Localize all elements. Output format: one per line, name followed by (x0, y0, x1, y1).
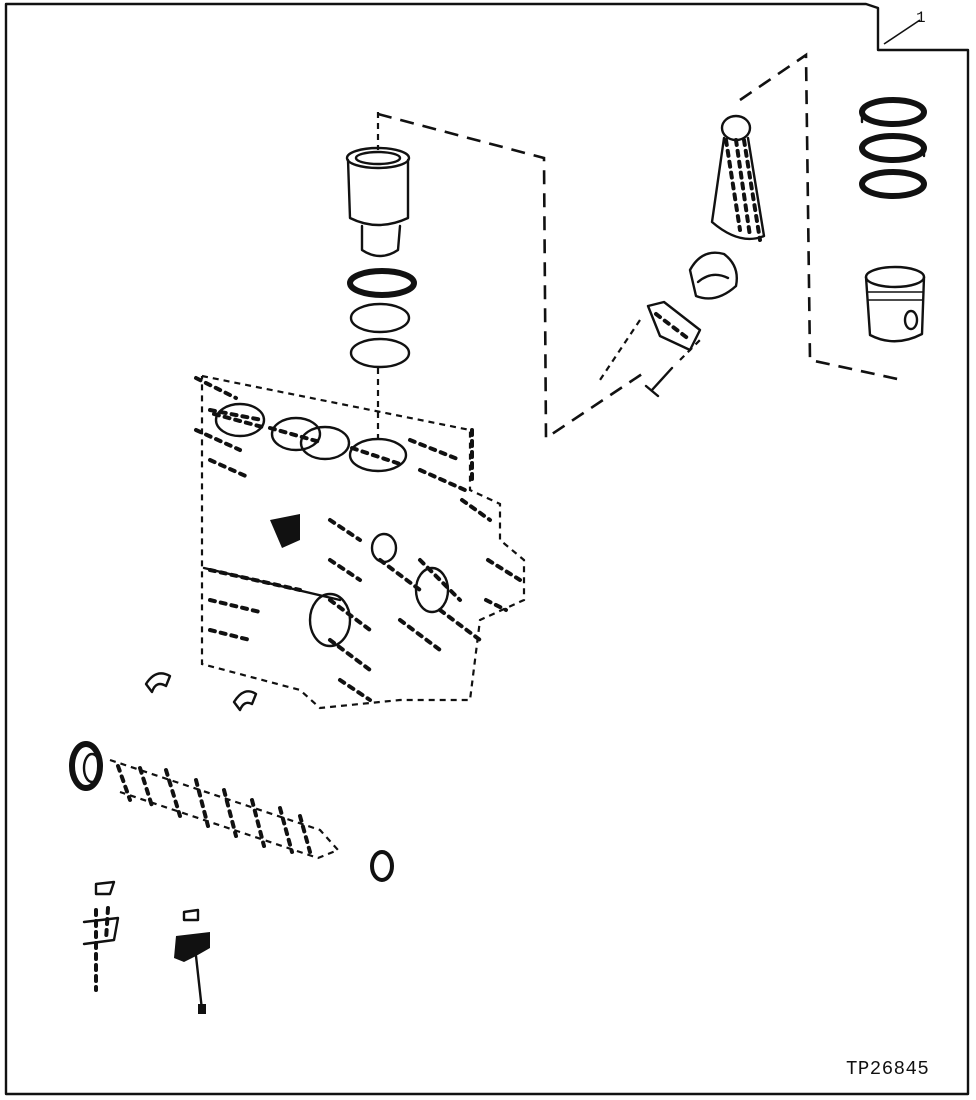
o-ring-upper (349, 302, 411, 334)
assembly-bracket-dashed (377, 112, 649, 441)
rod-cap (646, 300, 702, 352)
engine-block (194, 374, 526, 710)
bearing-shell-1 (144, 672, 172, 694)
connecting-rod (599, 114, 766, 398)
o-ring-lower (349, 337, 411, 369)
cylinder-liner-group (345, 112, 417, 440)
crankshaft (69, 741, 394, 882)
callout-leader-1 (883, 19, 921, 45)
piston-bracket-dashed (739, 52, 903, 382)
piston-rings (859, 97, 927, 199)
liner-seal-ring (347, 268, 417, 298)
cylinder-liner (346, 158, 410, 227)
thrust-washer (370, 850, 394, 882)
cylinder-liner-top (345, 146, 411, 170)
callout-label-1: 1 (916, 9, 926, 27)
lower-small-parts (82, 880, 210, 1014)
kit-outline (4, 2, 970, 1096)
piston (864, 265, 926, 343)
rod-bearing (688, 251, 738, 300)
figure-reference: TP26845 (846, 1058, 929, 1080)
rod-bolt (644, 366, 674, 398)
bearing-shell-2 (232, 690, 258, 712)
